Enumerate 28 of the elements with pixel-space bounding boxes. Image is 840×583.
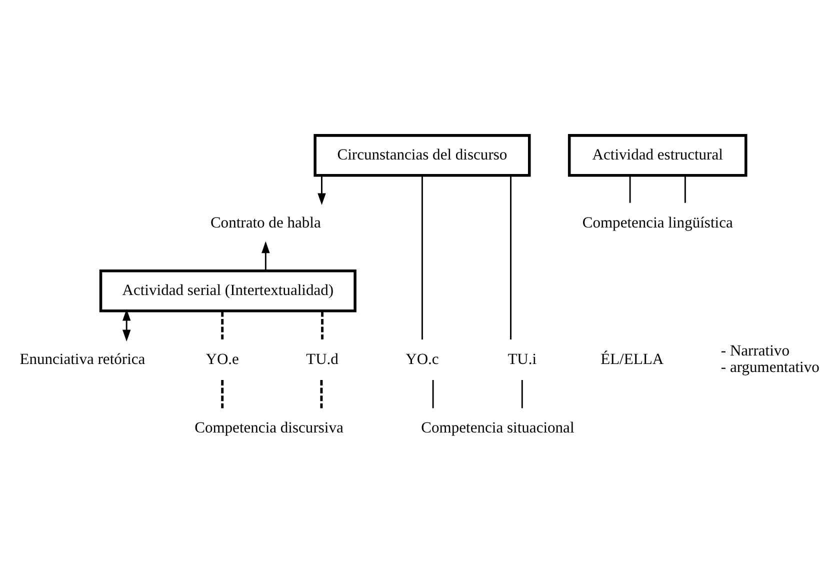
connector <box>684 175 686 202</box>
node-text: Enunciativa retórica <box>20 350 146 368</box>
node-text: YO.c <box>406 350 439 368</box>
connector <box>510 175 512 339</box>
connector <box>221 310 224 339</box>
connector <box>629 175 631 202</box>
connector <box>521 380 523 408</box>
connector <box>432 380 434 408</box>
label: - argumentativo <box>720 358 820 376</box>
node-text: Competencia discursiva <box>194 419 344 436</box>
node-text: YO.e <box>206 350 239 368</box>
node-box: Actividad estructural <box>568 134 748 176</box>
node-box: Circunstancias del discurso <box>314 134 531 176</box>
node-text: ÉL/ELLA <box>600 350 664 368</box>
node-text: TU.d <box>306 350 338 368</box>
arrow <box>318 175 326 205</box>
connector <box>221 380 224 408</box>
node-text: Competencia situacional <box>421 419 574 436</box>
arrow <box>262 240 270 270</box>
node-text: TU.i <box>508 350 537 368</box>
connector <box>422 175 423 339</box>
node-text: Contrato de habla <box>210 214 321 231</box>
connector <box>320 380 323 408</box>
node-text: Competencia lingüística <box>582 214 733 231</box>
label: - Narrativo <box>720 342 790 360</box>
connector <box>321 310 324 339</box>
node-box: Actividad serial (Intertextualidad) <box>99 269 356 312</box>
arrow <box>122 308 131 342</box>
